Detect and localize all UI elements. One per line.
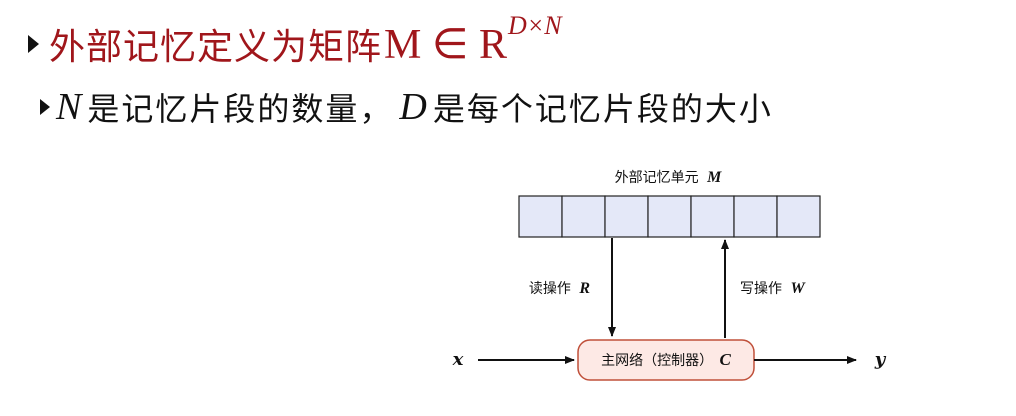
subpoint-text-1: 是记忆片段的数量，	[87, 90, 394, 128]
variable-d: D	[399, 86, 427, 128]
memory-cell	[733, 195, 778, 238]
subpoint-line: N 是记忆片段的数量， D 是每个记忆片段的大小	[40, 78, 773, 136]
heading-text: 外部记忆定义为矩阵	[49, 27, 383, 68]
memory-cell	[690, 195, 735, 238]
read-label: 读操作 R	[529, 280, 590, 297]
heading-math: M ∈ R	[384, 22, 507, 68]
memory-cell	[561, 195, 606, 238]
bullet-triangle-icon	[28, 35, 39, 53]
output-symbol: y	[874, 349, 887, 370]
bullet-triangle-icon	[40, 99, 50, 115]
controller-label: 主网络（控制器） C	[601, 350, 731, 369]
memory-cell	[604, 195, 649, 238]
memory-label: 外部记忆单元 M	[615, 169, 722, 186]
memory-cells	[518, 195, 821, 238]
subpoint-text-2: 是每个记忆片段的大小	[432, 90, 773, 128]
heading-line: 外部记忆定义为矩阵 M ∈ R D×N	[28, 11, 562, 74]
heading-superscript: D×N	[507, 11, 562, 40]
variable-n: N	[56, 86, 82, 128]
input-symbol: x	[452, 349, 464, 370]
write-label: 写操作 W	[740, 280, 806, 297]
memory-cell	[776, 195, 821, 238]
memory-cell	[518, 195, 563, 238]
memory-cell	[647, 195, 692, 238]
